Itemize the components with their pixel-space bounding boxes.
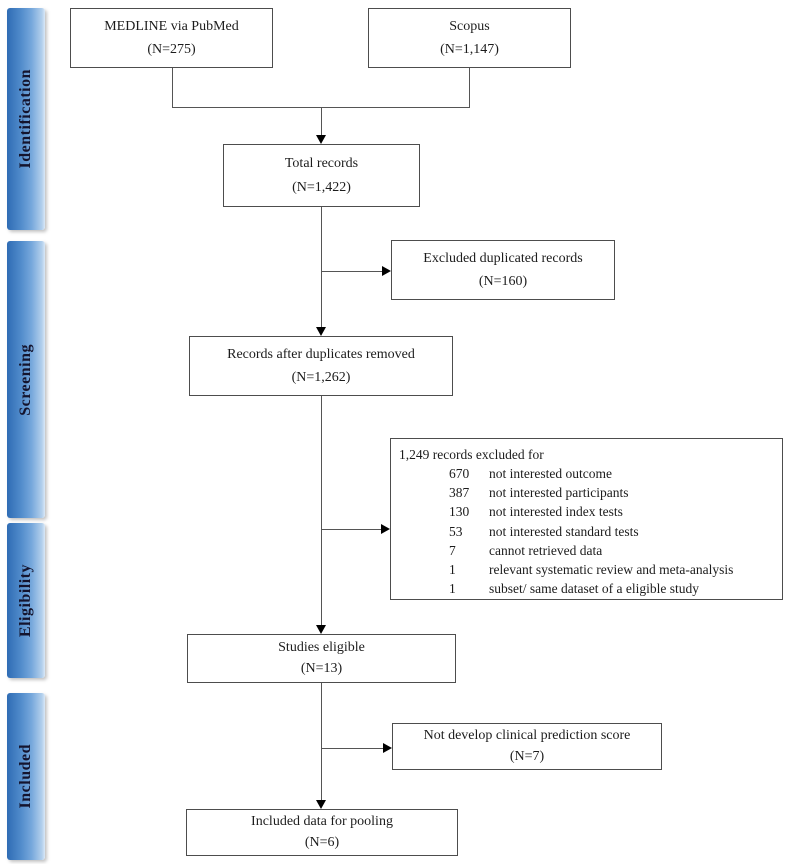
connector-medline-drop xyxy=(172,68,173,107)
stage-bar-identification: Identification xyxy=(7,8,45,230)
box-duplicates-excluded-count: (N=160) xyxy=(478,274,528,289)
stage-label-eligibility: Eligibility xyxy=(17,563,34,638)
connector-afterdup-to-eligible xyxy=(321,396,322,625)
box-total-records-count: (N=1,422) xyxy=(292,179,351,195)
box-duplicates-excluded-title: Excluded duplicated records xyxy=(423,250,583,266)
exclusion-row: 1 relevant systematic review and meta-ana… xyxy=(399,560,774,579)
arrowhead-to-eligible xyxy=(316,625,326,634)
exclusion-row-reason: relevant systematic review and meta-anal… xyxy=(489,561,734,577)
connector-scopus-drop xyxy=(469,68,470,107)
exclusion-row-count: 7 xyxy=(449,542,456,558)
box-after-duplicates: Records after duplicates removed (N=1,26… xyxy=(189,336,453,396)
exclusion-header: 1,249 records excluded for xyxy=(399,447,544,462)
stage-bar-screening: Screening xyxy=(7,241,45,518)
connector-total-to-afterdup xyxy=(321,207,322,327)
exclusion-row-count: 387 xyxy=(449,485,470,501)
box-total-records: Total records (N=1,422) xyxy=(223,144,420,207)
exclusion-row-reason: not interested standard tests xyxy=(489,523,639,539)
box-exclusion-reasons: 1,249 records excluded for 670 not intere… xyxy=(390,438,783,600)
connector-branch-exclusions xyxy=(321,529,381,530)
exclusion-row-count: 130 xyxy=(449,504,470,520)
exclusion-row: 387 not interested participants xyxy=(399,483,774,502)
arrowhead-to-exclusions xyxy=(381,524,390,534)
box-medline-count: (N=275) xyxy=(147,42,196,57)
stage-label-included: Included xyxy=(17,744,34,809)
box-studies-eligible: Studies eligible (N=13) xyxy=(187,634,456,683)
arrowhead-to-duplicates xyxy=(382,266,391,276)
box-total-records-title: Total records xyxy=(284,156,359,172)
exclusion-row: 1 subset/ same dataset of a eligible stud… xyxy=(399,579,774,598)
box-scopus: Scopus (N=1,147) xyxy=(368,8,571,68)
box-scopus-count: (N=1,147) xyxy=(440,42,499,57)
exclusion-row-count: 1 xyxy=(449,581,456,597)
connector-eligible-to-included xyxy=(321,683,322,800)
arrowhead-to-total xyxy=(316,135,326,144)
exclusion-row: 130 not interested index tests xyxy=(399,502,774,521)
exclusion-row: 7 cannot retrieved data xyxy=(399,541,774,560)
box-included-pooling-title: Included data for pooling xyxy=(251,814,393,830)
box-studies-eligible-count: (N=13) xyxy=(300,660,343,676)
box-duplicates-excluded: Excluded duplicated records (N=160) xyxy=(391,240,615,300)
exclusion-row-reason: not interested outcome xyxy=(489,466,612,482)
stage-label-identification: Identification xyxy=(17,69,34,169)
stage-bar-eligibility: Eligibility xyxy=(7,523,45,678)
box-medline: MEDLINE via PubMed (N=275) xyxy=(70,8,273,68)
exclusion-row: 670 not interested outcome xyxy=(399,464,774,483)
stage-label-screening: Screening xyxy=(17,343,34,416)
arrowhead-to-afterdup xyxy=(316,327,326,336)
exclusion-row-count: 670 xyxy=(449,466,470,482)
box-medline-title: MEDLINE via PubMed xyxy=(104,18,239,34)
box-included-pooling: Included data for pooling (N=6) xyxy=(186,809,458,856)
connector-branch-notdevelop xyxy=(321,748,383,749)
exclusion-row-count: 1 xyxy=(449,561,456,577)
arrowhead-to-included xyxy=(316,800,326,809)
exclusion-row-reason: subset/ same dataset of a eligible study xyxy=(489,581,699,597)
exclusion-row-count: 53 xyxy=(449,523,463,539)
exclusion-row-reason: not interested index tests xyxy=(489,504,623,520)
arrowhead-to-notdevelop xyxy=(383,743,392,753)
box-studies-eligible-title: Studies eligible xyxy=(278,640,365,656)
box-included-pooling-count: (N=6) xyxy=(304,834,340,850)
stage-bar-included: Included xyxy=(7,693,45,860)
box-not-develop-score-count: (N=7) xyxy=(509,748,545,764)
box-not-develop-score: Not develop clinical prediction score (N… xyxy=(392,723,662,770)
exclusion-row: 53 not interested standard tests xyxy=(399,522,774,541)
box-scopus-title: Scopus xyxy=(449,18,490,34)
box-after-duplicates-count: (N=1,262) xyxy=(291,370,351,385)
connector-branch-duplicates xyxy=(321,271,382,272)
connector-to-total xyxy=(321,107,322,136)
exclusion-row-reason: not interested participants xyxy=(489,485,629,501)
box-after-duplicates-title: Records after duplicates removed xyxy=(227,346,415,362)
box-not-develop-score-title: Not develop clinical prediction score xyxy=(423,728,631,744)
exclusion-row-reason: cannot retrieved data xyxy=(489,542,603,558)
